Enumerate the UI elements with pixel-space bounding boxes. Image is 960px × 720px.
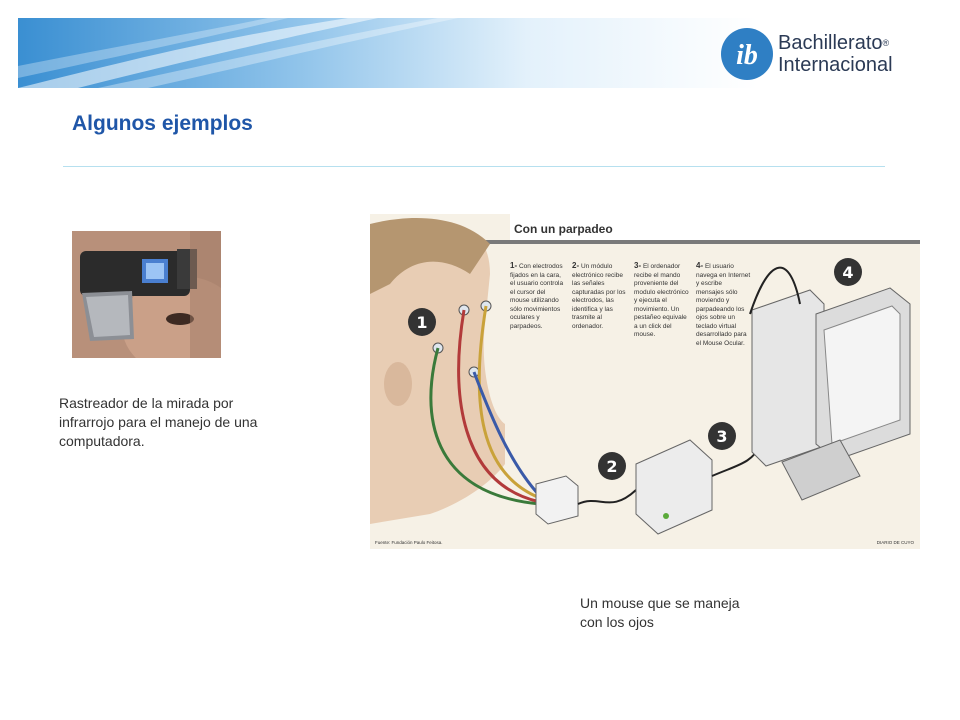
step-1-number: 1- bbox=[510, 261, 518, 270]
infographic-art: 1 2 3 4 bbox=[370, 214, 920, 535]
marker-2: 2 bbox=[598, 452, 626, 480]
step-4-text: El usuario navega en Internet y escribe … bbox=[696, 263, 751, 347]
infographic-credit: DIARIO DE CUYO bbox=[876, 540, 914, 545]
step-2: 2- Un módulo electrónico recibe las seña… bbox=[572, 261, 627, 331]
ib-logo-icon: ib bbox=[721, 28, 773, 80]
step-2-number: 2- bbox=[572, 261, 580, 270]
step-3-number: 3- bbox=[634, 261, 642, 270]
marker-1: 1 bbox=[408, 308, 436, 336]
step-3-text: El ordenador recibe el mando proveniente… bbox=[634, 263, 689, 338]
step-4: 4- El usuario navega en Internet y escri… bbox=[696, 261, 751, 348]
marker-4: 4 bbox=[834, 258, 862, 286]
svg-text:1: 1 bbox=[416, 313, 427, 332]
eye-tracker-photo bbox=[72, 231, 221, 358]
eye-tracker-illustration bbox=[72, 231, 221, 358]
infographic-title: Con un parpadeo bbox=[514, 222, 613, 236]
banner-swoosh bbox=[18, 18, 458, 88]
logo-line1: Bachillerato bbox=[778, 32, 883, 54]
blink-mouse-caption: Un mouse que se maneja con los ojos bbox=[580, 595, 740, 630]
step-2-text: Un módulo electrónico recibe las señales… bbox=[572, 263, 626, 330]
logo-mark: ib bbox=[736, 40, 758, 71]
title-divider bbox=[63, 166, 885, 167]
logo-registered: ® bbox=[882, 38, 890, 48]
eye-tracker-caption: Rastreador de la mirada por infrarrojo p… bbox=[59, 395, 258, 449]
slide-title: Algunos ejemplos bbox=[72, 112, 253, 135]
step-4-number: 4- bbox=[696, 261, 704, 270]
svg-text:3: 3 bbox=[716, 427, 727, 446]
step-3: 3- El ordenador recibe el mando provenie… bbox=[634, 261, 689, 340]
infographic-source: Fuente: Fundación Paulo Feitosa. bbox=[375, 540, 443, 545]
header-banner bbox=[18, 18, 943, 88]
blink-mouse-infographic: 1 2 3 4 bbox=[370, 214, 920, 549]
svg-text:2: 2 bbox=[606, 457, 617, 476]
logo-text: Bachillerato® Internacional bbox=[778, 32, 893, 76]
step-1: 1- Con electrodos fijados en la cara, el… bbox=[510, 261, 565, 331]
step-1-text: Con electrodos fijados en la cara, el us… bbox=[510, 263, 564, 330]
logo-line2: Internacional bbox=[778, 54, 893, 76]
svg-text:4: 4 bbox=[842, 263, 853, 282]
ib-logo: ib Bachillerato® Internacional bbox=[720, 26, 920, 86]
marker-3: 3 bbox=[708, 422, 736, 450]
